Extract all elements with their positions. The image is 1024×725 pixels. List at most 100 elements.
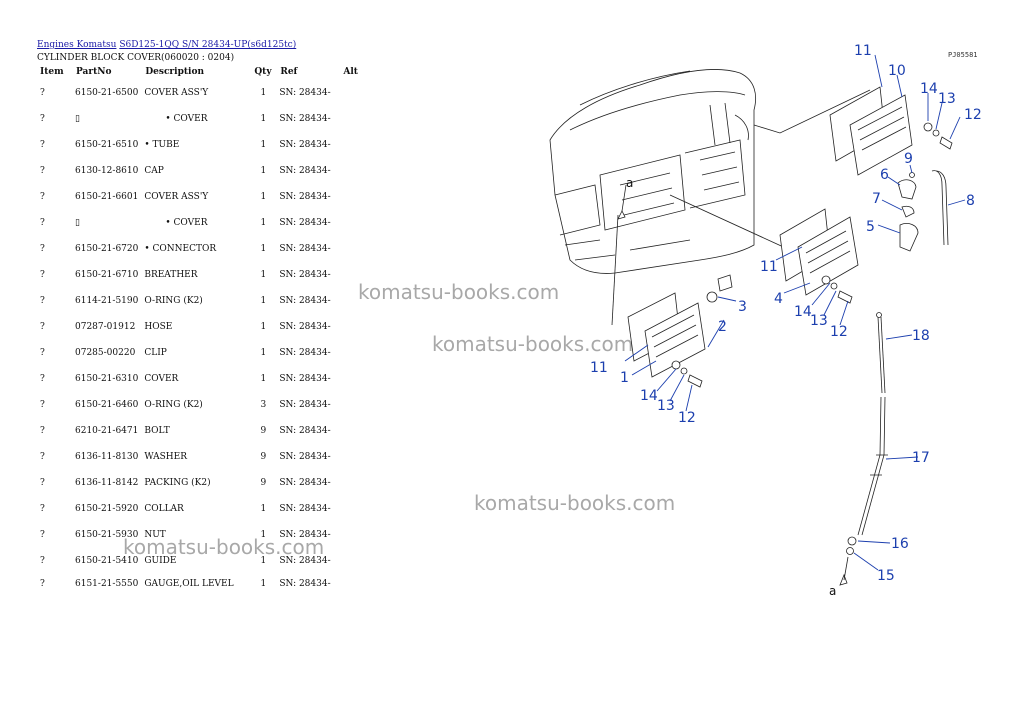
callout-12-lower: 12 (678, 410, 696, 426)
row-qty: 1 (260, 192, 267, 202)
row-partno: 6151-21-5550 (75, 579, 139, 589)
watermark: komatsu-books.com (358, 280, 560, 304)
row-partno: 6150-21-5920 (75, 504, 139, 514)
callout-11-top: 11 (854, 43, 872, 59)
row-alt (339, 80, 362, 106)
row-description: COLLAR (144, 504, 184, 514)
row-ref: SN: 28434- (279, 426, 331, 436)
row-ref: SN: 28434- (279, 348, 331, 358)
row-ref: SN: 28434- (279, 296, 331, 306)
row-ref: SN: 28434- (279, 140, 331, 150)
callout-6: 6 (880, 167, 889, 183)
row-partno: 6150-21-5930 (75, 530, 139, 540)
row-qty: 1 (260, 556, 267, 566)
row-alt (339, 158, 362, 184)
row-alt (339, 574, 362, 594)
row-qty: 1 (260, 579, 267, 589)
row-description: CLIP (144, 348, 167, 358)
marker-a-bottom: a (829, 584, 836, 598)
row-item: ? (40, 296, 45, 306)
row-item: ? (40, 530, 45, 540)
callout-3: 3 (738, 299, 747, 315)
header-qty: Qty (254, 67, 272, 77)
row-alt (339, 470, 362, 496)
watermark: komatsu-books.com (474, 491, 676, 515)
callout-12-middle: 12 (830, 324, 848, 340)
row-description: HOSE (144, 322, 173, 332)
diagram-code: PJ05581 (948, 51, 978, 59)
row-partno: 6136-11-8130 (75, 452, 139, 462)
row-alt (339, 340, 362, 366)
engine-block-illustration (549, 69, 757, 274)
row-partno: 6210-21-6471 (75, 426, 139, 436)
row-partno: ▯ (75, 114, 80, 124)
row-qty: 9 (260, 426, 267, 436)
row-item: ? (40, 400, 45, 410)
row-description: BOLT (144, 426, 170, 436)
row-item: ? (40, 504, 45, 514)
row-item: ? (40, 192, 45, 202)
exploded-parts-diagram: PJ05581 (549, 43, 982, 598)
row-qty: 9 (260, 478, 267, 488)
row-ref: SN: 28434- (279, 88, 331, 98)
row-partno: 6150-21-6720 (75, 244, 139, 254)
callout-13-lower: 13 (657, 398, 675, 414)
breadcrumb-link-engines[interactable]: Engines Komatsu (37, 40, 117, 50)
row-partno: 6114-21-5190 (75, 296, 139, 306)
row-qty: 1 (260, 270, 267, 280)
row-ref: SN: 28434- (279, 530, 331, 540)
row-qty: 1 (260, 504, 267, 514)
row-description: COVER (144, 374, 179, 384)
row-description: COVER ASS'Y (144, 88, 209, 98)
callout-14-lower: 14 (640, 388, 658, 404)
row-partno: ▯ (75, 218, 80, 228)
callout-5: 5 (866, 219, 875, 235)
row-alt (339, 106, 362, 132)
callout-14-middle: 14 (794, 304, 812, 320)
row-ref: SN: 28434- (279, 270, 331, 280)
header-item: Item (40, 67, 64, 77)
row-qty: 1 (260, 166, 267, 176)
breadcrumb-link-model[interactable]: S6D125-1QQ S/N 28434-UP(s6d125tc) (119, 40, 297, 50)
row-ref: SN: 28434- (279, 556, 331, 566)
callout-4: 4 (774, 291, 783, 307)
row-partno: 6136-11-8142 (75, 478, 139, 488)
row-ref: SN: 28434- (279, 244, 331, 254)
callout-2: 2 (718, 319, 727, 335)
row-partno: 6150-21-5410 (75, 556, 139, 566)
row-partno: 07287-01912 (75, 322, 136, 332)
row-description: PACKING (K2) (144, 478, 211, 488)
page-subtitle: CYLINDER BLOCK COVER(060020 : 0204) (37, 53, 235, 63)
parts-table: Item PartNo Description Qty Ref Alt ?615… (34, 64, 362, 594)
row-partno: 07285-00220 (75, 348, 136, 358)
row-item: ? (40, 348, 45, 358)
callout-8: 8 (966, 193, 975, 209)
row-description: • COVER (165, 114, 208, 124)
row-description: COVER ASS'Y (144, 192, 209, 202)
row-qty: 1 (260, 114, 267, 124)
row-item: ? (40, 218, 45, 228)
row-qty: 1 (260, 244, 267, 254)
row-description: O-RING (K2) (144, 400, 203, 410)
breadcrumb: Engines Komatsu S6D125-1QQ S/N 28434-UP(… (37, 40, 296, 50)
row-alt (339, 522, 362, 548)
row-partno: 6150-21-6460 (75, 400, 139, 410)
row-partno: 6150-21-6601 (75, 192, 139, 202)
row-item: ? (40, 452, 45, 462)
header-partno: PartNo (76, 67, 112, 77)
row-qty: 1 (260, 322, 267, 332)
